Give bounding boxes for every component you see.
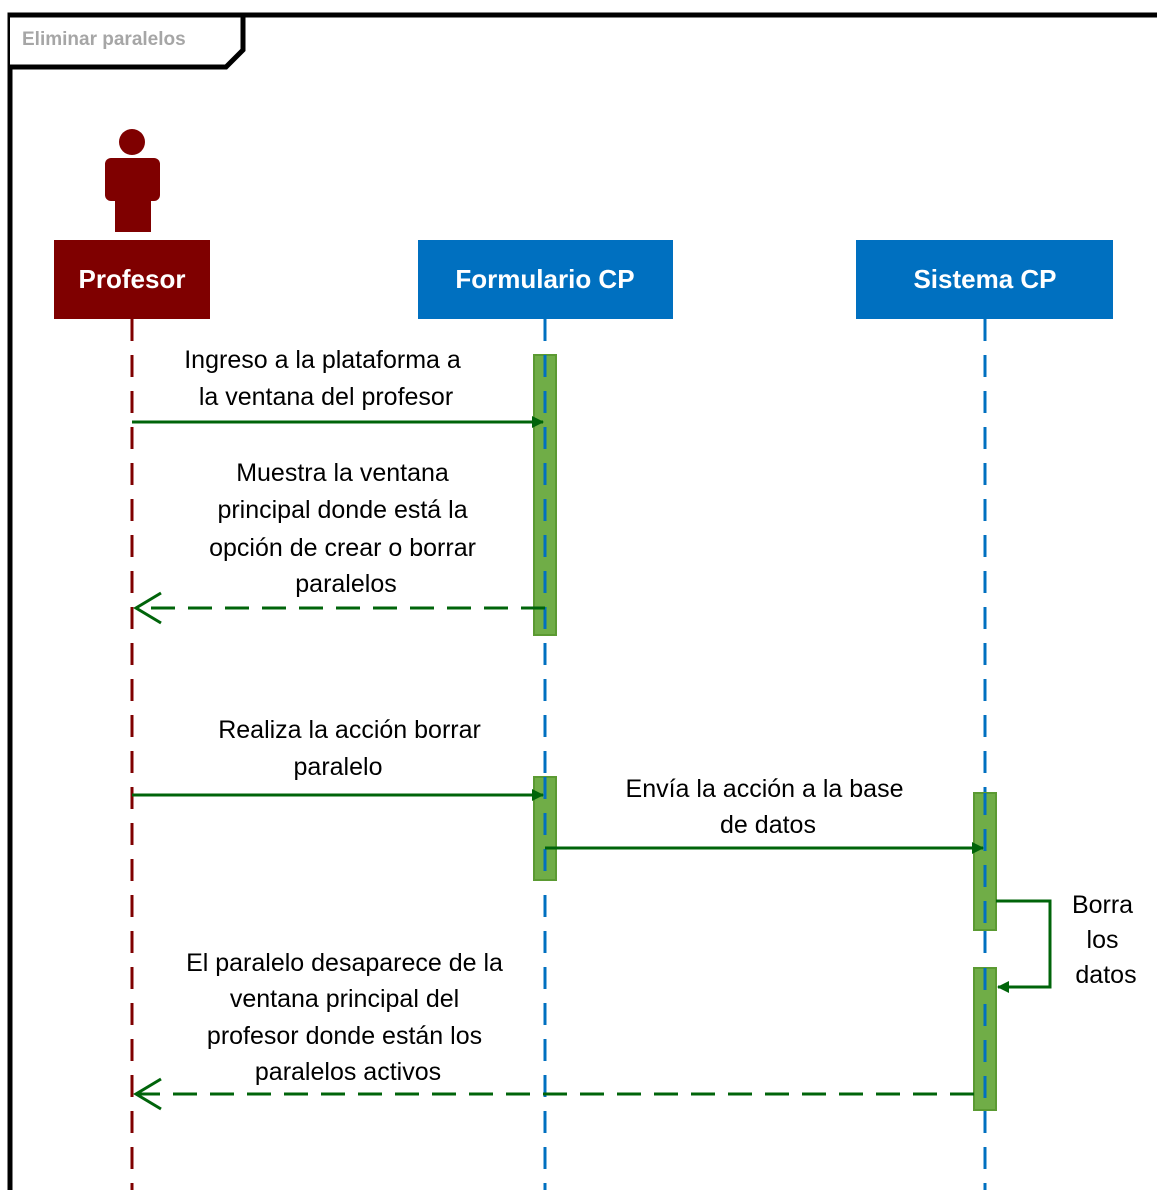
participant-formulario: Formulario CP xyxy=(418,240,673,319)
participant-profesor: Profesor xyxy=(54,240,210,319)
diagram-frame: Eliminar paralelos xyxy=(7,12,1157,1190)
message-6: El paralelo desaparece de la ventana pri… xyxy=(133,949,974,1111)
message-6-label: El paralelo desaparece de la ventana pri… xyxy=(186,949,510,1086)
message-5: Borra los datos xyxy=(996,891,1140,993)
frame-title: Eliminar paralelos xyxy=(22,29,186,50)
actor-person-icon xyxy=(105,129,160,232)
message-3-label: Realiza la acción borrar paralelo xyxy=(218,716,488,781)
message-4-label: Envía la acción a la base de datos xyxy=(626,775,911,839)
message-4: Envía la acción a la base de datos xyxy=(545,775,984,854)
message-2: Muestra la ventana principal donde está … xyxy=(133,459,545,625)
message-2-arrowhead xyxy=(133,591,162,625)
message-3: Realiza la acción borrar paralelo xyxy=(132,716,544,801)
message-1: Ingreso a la plataforma a la ventana del… xyxy=(132,346,544,428)
message-5-label: Borra los datos xyxy=(1072,891,1140,989)
participant-sistema: Sistema CP xyxy=(856,240,1113,319)
frame-title-tab xyxy=(10,12,246,70)
message-1-label: Ingreso a la plataforma a la ventana del… xyxy=(184,346,468,411)
message-6-arrowhead xyxy=(133,1077,162,1111)
participant-label-sistema: Sistema CP xyxy=(913,264,1056,294)
participant-label-formulario: Formulario CP xyxy=(455,264,634,294)
message-5-arrow xyxy=(996,899,1052,993)
message-2-label: Muestra la ventana principal donde está … xyxy=(209,459,483,598)
participant-label-profesor: Profesor xyxy=(79,264,186,294)
